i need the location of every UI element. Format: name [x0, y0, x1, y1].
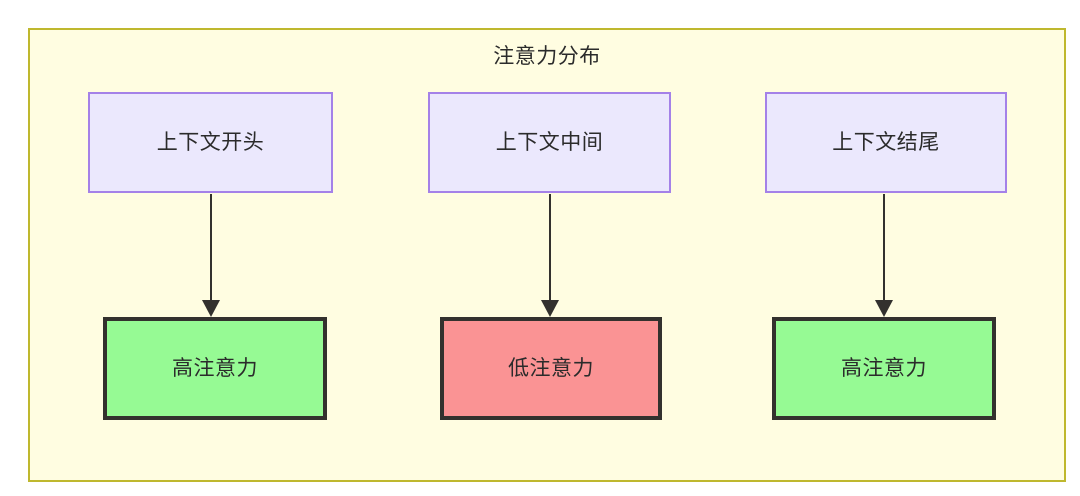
node-low-attention-middle[interactable]: 低注意力 — [440, 317, 662, 420]
node-context-end-label: 上下文结尾 — [832, 130, 940, 154]
node-high-attention-start-label: 高注意力 — [172, 356, 258, 380]
node-context-start-label: 上下文开头 — [156, 130, 265, 154]
node-high-attention-end[interactable]: 高注意力 — [772, 317, 996, 420]
node-low-attention-middle-label: 低注意力 — [508, 356, 594, 380]
node-context-middle[interactable]: 上下文中间 — [428, 92, 671, 193]
node-high-attention-end-label: 高注意力 — [841, 356, 927, 380]
subgraph-title: 注意力分布 — [493, 45, 601, 68]
node-context-end[interactable]: 上下文结尾 — [765, 92, 1007, 193]
node-high-attention-start[interactable]: 高注意力 — [103, 317, 327, 420]
node-context-middle-label: 上下文中间 — [495, 130, 604, 154]
node-context-start[interactable]: 上下文开头 — [88, 92, 333, 193]
